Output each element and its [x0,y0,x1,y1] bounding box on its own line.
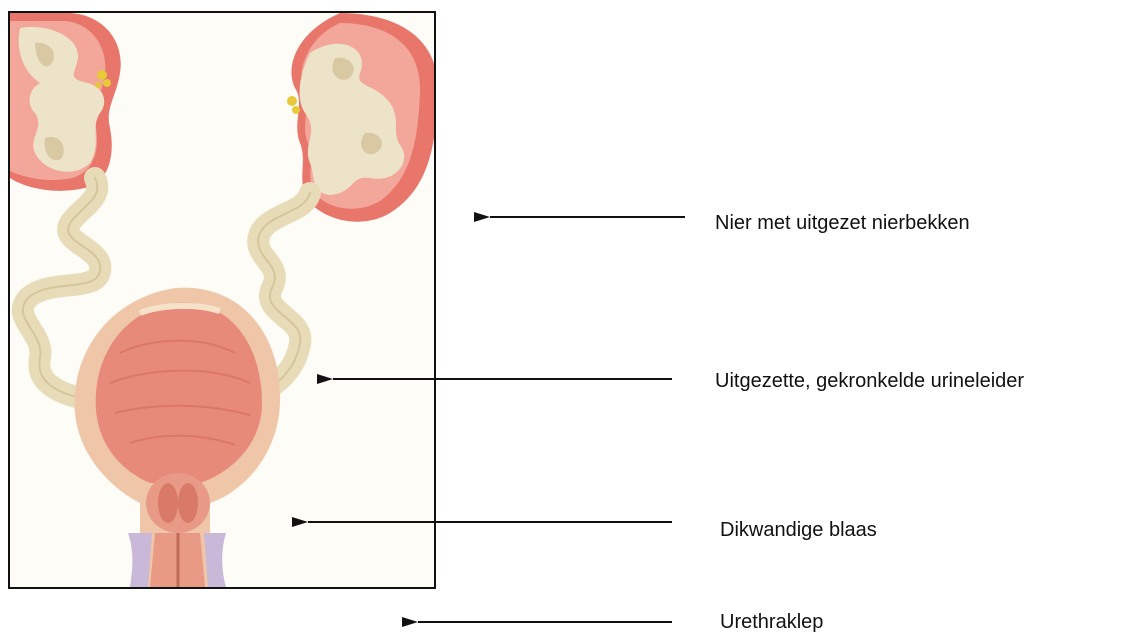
label-kidney: Nier met uitgezet nierbekken [715,211,970,235]
label-ureter: Uitgezette, gekronkelde urineleider [715,369,1024,393]
label-valve: Urethraklep [720,610,823,634]
label-bladder: Dikwandige blaas [720,518,877,542]
